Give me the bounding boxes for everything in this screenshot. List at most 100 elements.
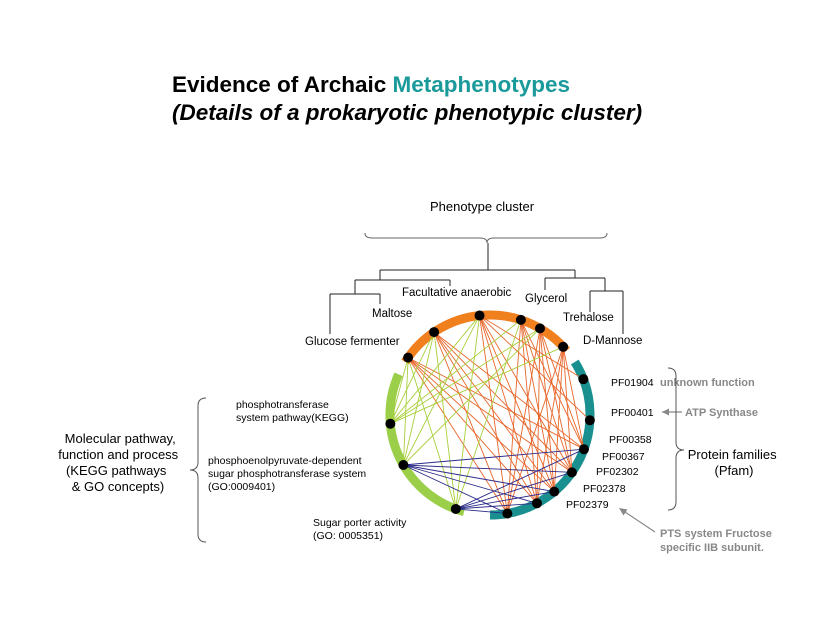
node-maltose bbox=[429, 327, 440, 338]
pfam-group-label: Protein families (Pfam) bbox=[688, 447, 781, 478]
edge-sugar_porter-PF02302 bbox=[455, 491, 555, 510]
phenotype-labels: Glucose fermenter Maltose Facultative an… bbox=[305, 287, 642, 348]
edge-pts_kegg-glycerol bbox=[390, 319, 522, 425]
pfam-labels: PF01904 PF00401 PF00358 PF00367 PF02302 … bbox=[566, 377, 654, 511]
edge-glucose-PF00367 bbox=[407, 357, 573, 473]
edge-sugar_porter-PF00358 bbox=[455, 448, 585, 510]
pts-arrow-line bbox=[621, 509, 656, 533]
pfam-label-PF00367: PF00367 bbox=[602, 451, 645, 463]
pfam-label-PF02302: PF02302 bbox=[596, 466, 639, 478]
edge-maltose-PF02302 bbox=[433, 331, 555, 492]
edge-mannose-PF02302 bbox=[553, 346, 564, 492]
edge-pep_pts-PF00367 bbox=[403, 464, 572, 473]
title-accent: Metaphenotypes bbox=[392, 72, 571, 97]
edge-glycerol-PF02302 bbox=[520, 319, 555, 492]
node-pep_pts bbox=[398, 460, 409, 470]
edge-sugar_porter-glucose bbox=[407, 357, 457, 510]
node-PF00367 bbox=[566, 467, 577, 478]
edge-sugar_porter-PF02378 bbox=[455, 502, 537, 510]
pfam-arc bbox=[489, 359, 595, 520]
page-title: Evidence of Archaic Metaphenotypes bbox=[172, 72, 570, 98]
edge-mannose-PF02379 bbox=[506, 346, 564, 514]
edge-glucose-PF02378 bbox=[407, 357, 538, 504]
edge-glucose-PF00358 bbox=[407, 357, 585, 450]
edge-maltose-PF02378 bbox=[433, 331, 538, 504]
group-labels: Molecular pathway, function and process … bbox=[58, 431, 781, 494]
edge-sugar_porter-glycerol bbox=[455, 319, 522, 510]
pfam-label-PF01904: PF01904 bbox=[611, 377, 654, 389]
pathway-arc bbox=[385, 372, 466, 516]
edge-pep_pts-glucose bbox=[402, 357, 409, 466]
node-PF00358 bbox=[578, 444, 589, 455]
pathway-label-pts-kegg: phosphotransferase system pathway(KEGG) bbox=[236, 399, 349, 424]
edge-trehalose-PF00367 bbox=[539, 328, 573, 473]
node-PF00401 bbox=[584, 415, 595, 426]
phenotype-label-maltose: Maltose bbox=[372, 308, 412, 320]
annotation-atp-synthase: ATP Synthase bbox=[685, 407, 758, 419]
left-brace bbox=[189, 397, 207, 543]
edge-glucose-PF02379 bbox=[407, 357, 508, 514]
node-PF02378 bbox=[531, 498, 542, 509]
node-sugar_porter bbox=[450, 503, 461, 514]
edge-facultative-PF02302 bbox=[479, 315, 555, 492]
node-glucose bbox=[403, 352, 414, 363]
pfam-label-PF02378: PF02378 bbox=[583, 483, 626, 495]
edge-pep_pts-trehalose bbox=[403, 328, 541, 466]
edge-mannose-PF02378 bbox=[536, 346, 564, 504]
edge-glucose-PF02302 bbox=[407, 357, 555, 492]
edge-pts_kegg-trehalose bbox=[390, 328, 541, 425]
pathway-label-sugar-porter: Sugar porter activity (GO: 0005351) bbox=[313, 517, 409, 542]
edge-pep_pts-PF02378 bbox=[403, 464, 538, 504]
annotation-pts-fructose: PTS system Fructose specific IIB subunit… bbox=[660, 528, 775, 554]
phenotype-label-trehalose: Trehalose bbox=[563, 312, 614, 324]
edge-facultative-PF01904 bbox=[479, 315, 584, 380]
nodes bbox=[385, 310, 595, 519]
node-facultative bbox=[474, 310, 485, 321]
edge-maltose-PF00358 bbox=[433, 331, 585, 450]
annotation-unknown-function: unknown function bbox=[660, 377, 755, 389]
edge-sugar_porter-facultative bbox=[455, 315, 480, 510]
edge-sugar_porter-PF02379 bbox=[455, 508, 508, 514]
node-PF01904 bbox=[578, 374, 589, 385]
phenotype-label-mannose: D-Mannose bbox=[583, 335, 642, 347]
node-glycerol bbox=[515, 314, 526, 325]
molecular-group-label: Molecular pathway, function and process … bbox=[58, 431, 182, 494]
pts-arrow-head bbox=[619, 508, 628, 516]
edge-pep_pts-PF02379 bbox=[403, 464, 508, 514]
pfam-label-PF00401: PF00401 bbox=[611, 407, 654, 419]
phenotype-label-glucose: Glucose fermenter bbox=[305, 336, 400, 348]
edge-sugar_porter-maltose bbox=[433, 332, 457, 510]
dendrogram bbox=[329, 232, 624, 334]
edge-maltose-PF02379 bbox=[433, 331, 508, 514]
annotations: unknown function ATP Synthase PTS system… bbox=[619, 377, 775, 554]
node-trehalose bbox=[535, 323, 545, 334]
edge-facultative-PF02378 bbox=[479, 315, 538, 504]
group-braces bbox=[189, 367, 685, 543]
edge-pts_kegg-maltose bbox=[389, 331, 435, 424]
pfam-label-PF02379: PF02379 bbox=[566, 499, 609, 511]
edge-facultative-PF00367 bbox=[479, 315, 573, 473]
edge-glycerol-PF02379 bbox=[506, 319, 522, 514]
pathway-labels: phosphotransferase system pathway(KEGG) … bbox=[208, 399, 409, 542]
edge-trehalose-PF00358 bbox=[539, 328, 585, 450]
atp-arrow-head bbox=[662, 408, 669, 416]
edge-pts_kegg-glucose bbox=[389, 357, 409, 424]
edge-maltose-PF00367 bbox=[433, 331, 573, 473]
edge-sugar_porter-PF00367 bbox=[455, 471, 573, 510]
node-mannose bbox=[558, 341, 569, 352]
pfam-label-PF00358: PF00358 bbox=[609, 434, 652, 446]
edge-pts_kegg-mannose bbox=[390, 346, 564, 425]
node-pts_kegg bbox=[385, 418, 396, 429]
phenotype-label-glycerol: Glycerol bbox=[525, 293, 567, 305]
edge-facultative-PF00401 bbox=[479, 315, 591, 421]
right-brace bbox=[667, 367, 685, 511]
pathway-label-pep-pts: phosphoenolpyruvate-dependent sugar phos… bbox=[208, 455, 369, 493]
edge-pep_pts-PF02302 bbox=[403, 464, 555, 493]
node-PF02302 bbox=[549, 486, 560, 497]
connection-edges bbox=[389, 315, 591, 514]
page-subtitle: (Details of a prokaryotic phenotypic clu… bbox=[172, 100, 643, 125]
cluster-header: Phenotype cluster bbox=[430, 199, 535, 214]
edge-mannose-PF00358 bbox=[562, 346, 585, 450]
edge-pep_pts-PF00358 bbox=[403, 448, 585, 466]
